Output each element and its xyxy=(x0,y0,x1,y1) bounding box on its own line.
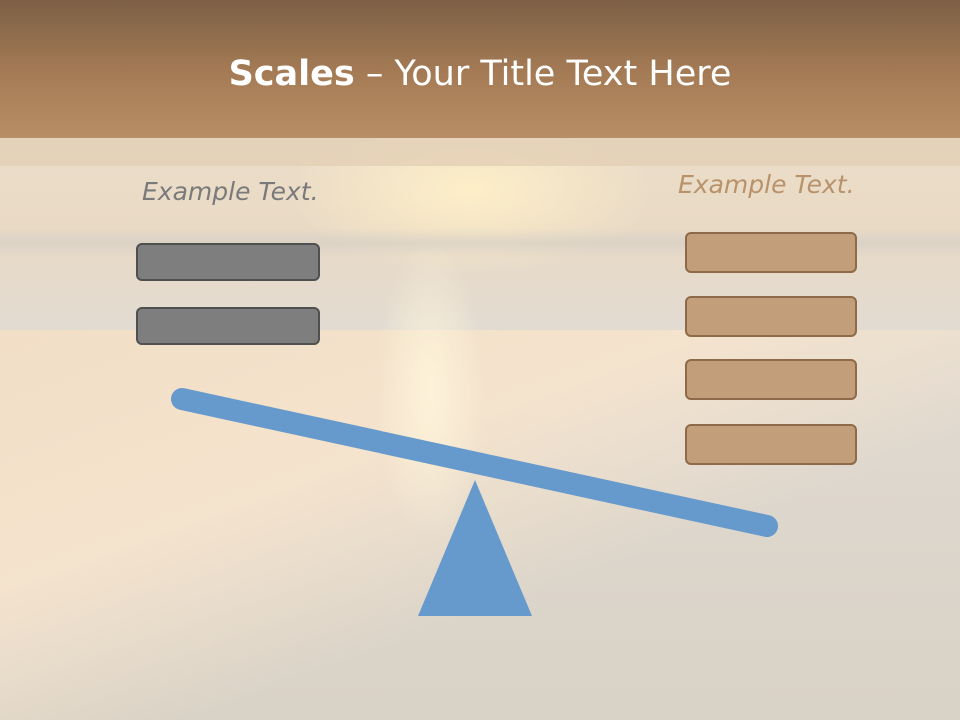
title-underband xyxy=(0,138,960,166)
left-label: Example Text. xyxy=(142,177,319,206)
right-box-3[interactable] xyxy=(685,359,857,400)
right-box-2[interactable] xyxy=(685,296,857,337)
left-box-1[interactable] xyxy=(136,243,320,281)
scale-fulcrum xyxy=(418,480,532,616)
right-box-4[interactable] xyxy=(685,424,857,465)
scale-beam[interactable] xyxy=(171,388,778,537)
right-label: Example Text. xyxy=(678,170,855,199)
right-box-1[interactable] xyxy=(685,232,857,273)
title-bold: Scales xyxy=(228,54,355,94)
title-bar: Scales – Your Title Text Here xyxy=(0,0,960,138)
slide-title: Scales – Your Title Text Here xyxy=(0,50,960,98)
sun-reflection xyxy=(375,240,485,540)
title-rest: – Your Title Text Here xyxy=(354,54,732,94)
left-box-2[interactable] xyxy=(136,307,320,345)
